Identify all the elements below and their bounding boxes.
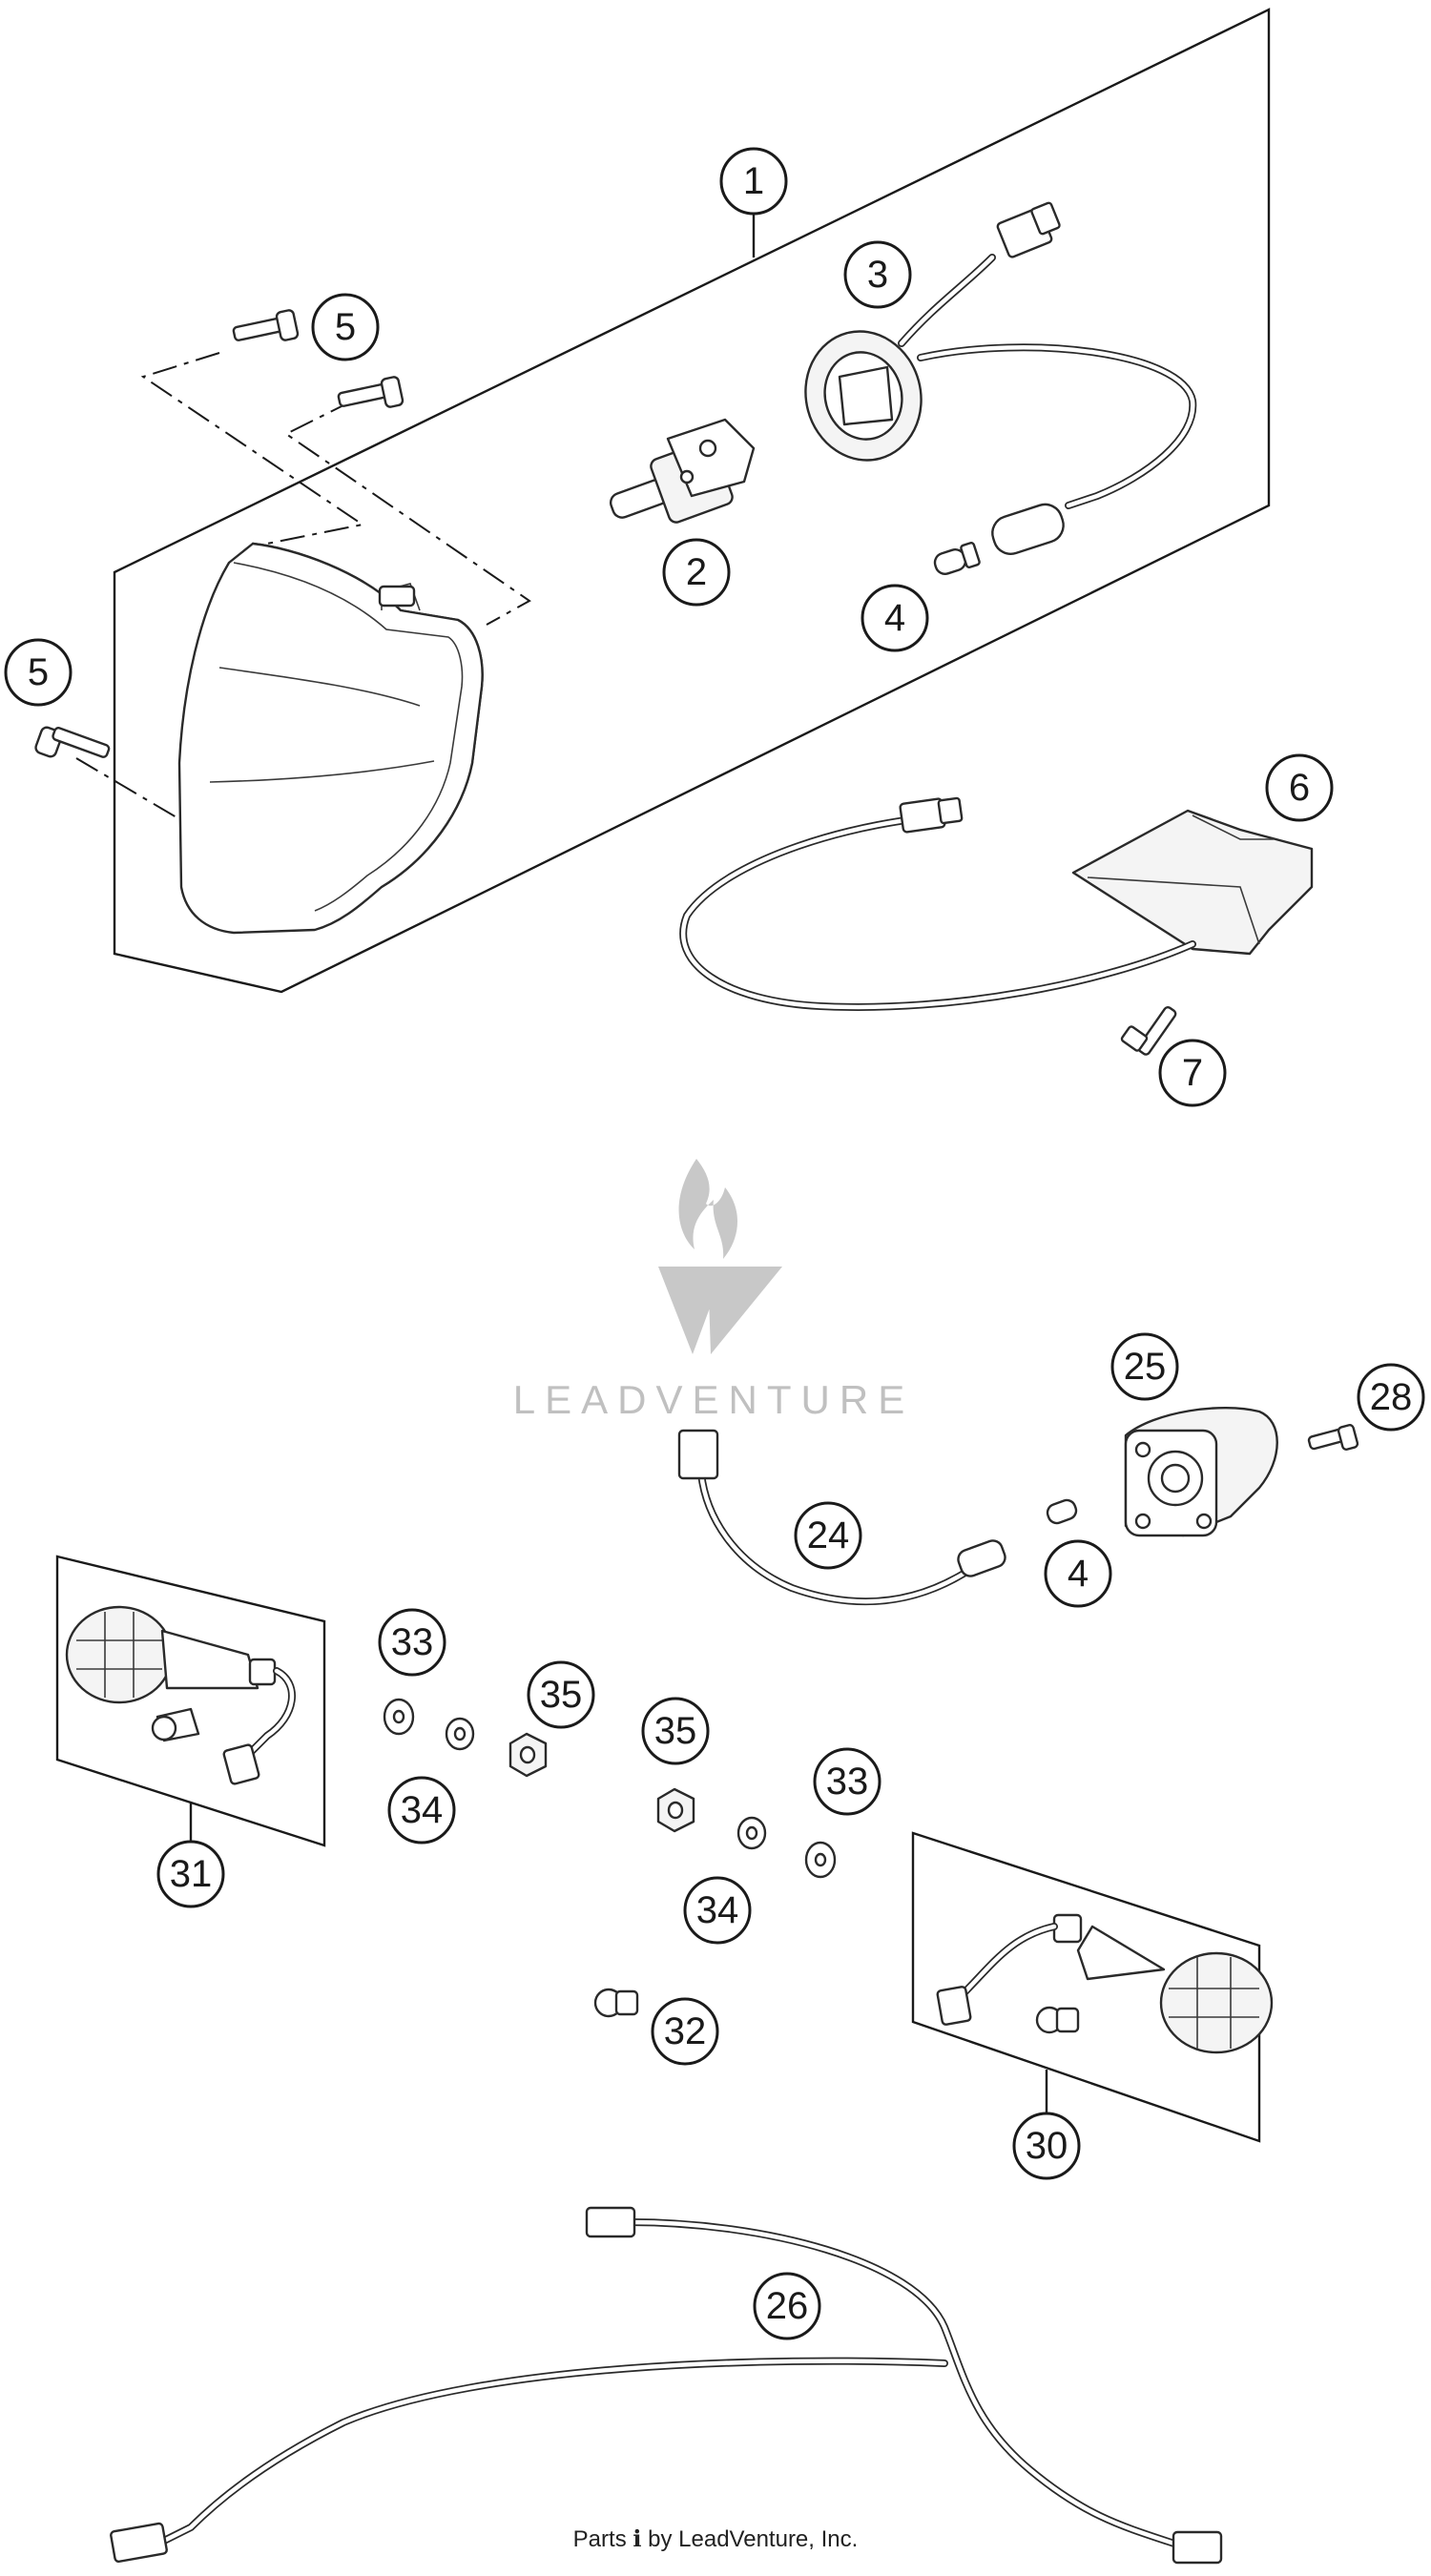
- callout-3: 3: [843, 240, 912, 309]
- washer-33-right: [804, 1841, 837, 1879]
- svg-text:7: 7: [1182, 1052, 1203, 1094]
- tail-unit-25: [1124, 1407, 1278, 1537]
- svg-text:1: 1: [743, 160, 764, 202]
- callout-35-left: 35: [527, 1660, 595, 1729]
- bolt-upper-a: [232, 309, 300, 341]
- watermark-brand: LEADVENTURE: [513, 1377, 914, 1422]
- bulb-4-lower: [1046, 1498, 1078, 1525]
- callout-28: 28: [1357, 1363, 1425, 1432]
- screw-7: [1120, 1005, 1177, 1056]
- wiring-24: [677, 1429, 1006, 1606]
- callout-6: 6: [1265, 753, 1334, 822]
- mounting-lines: [75, 352, 531, 821]
- svg-text:33: 33: [391, 1621, 434, 1663]
- svg-text:2: 2: [686, 551, 707, 593]
- headlight-socket: [804, 201, 1197, 509]
- bolt-upper-b: [337, 376, 404, 408]
- watermark-logo: LEADVENTURE: [513, 1159, 914, 1422]
- callout-33-right: 33: [813, 1747, 881, 1816]
- callout-24: 24: [794, 1501, 862, 1570]
- callout-30: 30: [1012, 2112, 1081, 2180]
- callout-5-upper: 5: [311, 293, 380, 361]
- wiring-harness-26: [110, 2206, 1223, 2565]
- svg-text:32: 32: [664, 2010, 707, 2052]
- callout-34-right: 34: [683, 1876, 752, 1945]
- callout-5-left: 5: [4, 638, 73, 707]
- callout-31: 31: [156, 1840, 225, 1908]
- svg-text:34: 34: [696, 1889, 739, 1931]
- svg-text:35: 35: [654, 1710, 697, 1752]
- callout-1: 1: [719, 147, 788, 216]
- turn-signal-left: [55, 1555, 326, 1847]
- lockwasher-34-left: [445, 1717, 475, 1751]
- svg-text:3: 3: [867, 254, 888, 296]
- svg-text:25: 25: [1124, 1346, 1167, 1388]
- svg-text:35: 35: [540, 1674, 583, 1716]
- svg-text:26: 26: [766, 2285, 809, 2327]
- bolt-left: [34, 726, 111, 758]
- callout-34-left: 34: [387, 1776, 456, 1844]
- bulb-32: [593, 1988, 639, 2018]
- headlight-housing: [177, 542, 484, 935]
- callout-25: 25: [1110, 1332, 1179, 1401]
- callout-33-left: 33: [378, 1608, 446, 1677]
- svg-text:33: 33: [826, 1761, 869, 1803]
- svg-text:30: 30: [1026, 2125, 1068, 2167]
- svg-text:5: 5: [335, 306, 356, 348]
- tail-light: [679, 796, 1314, 1011]
- footer-credit: Parts ℹ by LeadVenture, Inc.: [573, 2526, 859, 2552]
- nut-35-left: [508, 1732, 548, 1778]
- svg-text:5: 5: [28, 651, 49, 693]
- svg-text:34: 34: [401, 1789, 444, 1831]
- callout-4-upper: 4: [861, 584, 929, 652]
- nut-35-right: [656, 1787, 695, 1833]
- svg-text:6: 6: [1289, 767, 1310, 809]
- callout-35-right: 35: [641, 1697, 710, 1765]
- callout-26: 26: [753, 2272, 821, 2340]
- turn-signal-right: [911, 1831, 1274, 2143]
- callout-7: 7: [1158, 1039, 1227, 1107]
- svg-text:4: 4: [1068, 1553, 1089, 1595]
- washer-33-left: [383, 1698, 415, 1736]
- callout-2: 2: [662, 538, 731, 607]
- lockwasher-34-right: [736, 1816, 767, 1850]
- screw-28: [1307, 1424, 1359, 1451]
- svg-text:4: 4: [884, 597, 905, 639]
- headlight-bulb: [609, 418, 756, 524]
- callout-4-lower: 4: [1044, 1539, 1112, 1608]
- parking-bulb-socket: [991, 503, 1065, 555]
- svg-text:28: 28: [1370, 1376, 1413, 1418]
- svg-text:24: 24: [807, 1515, 850, 1556]
- svg-text:31: 31: [170, 1853, 213, 1895]
- callout-32: 32: [651, 1997, 719, 2066]
- parking-bulb: [933, 542, 981, 576]
